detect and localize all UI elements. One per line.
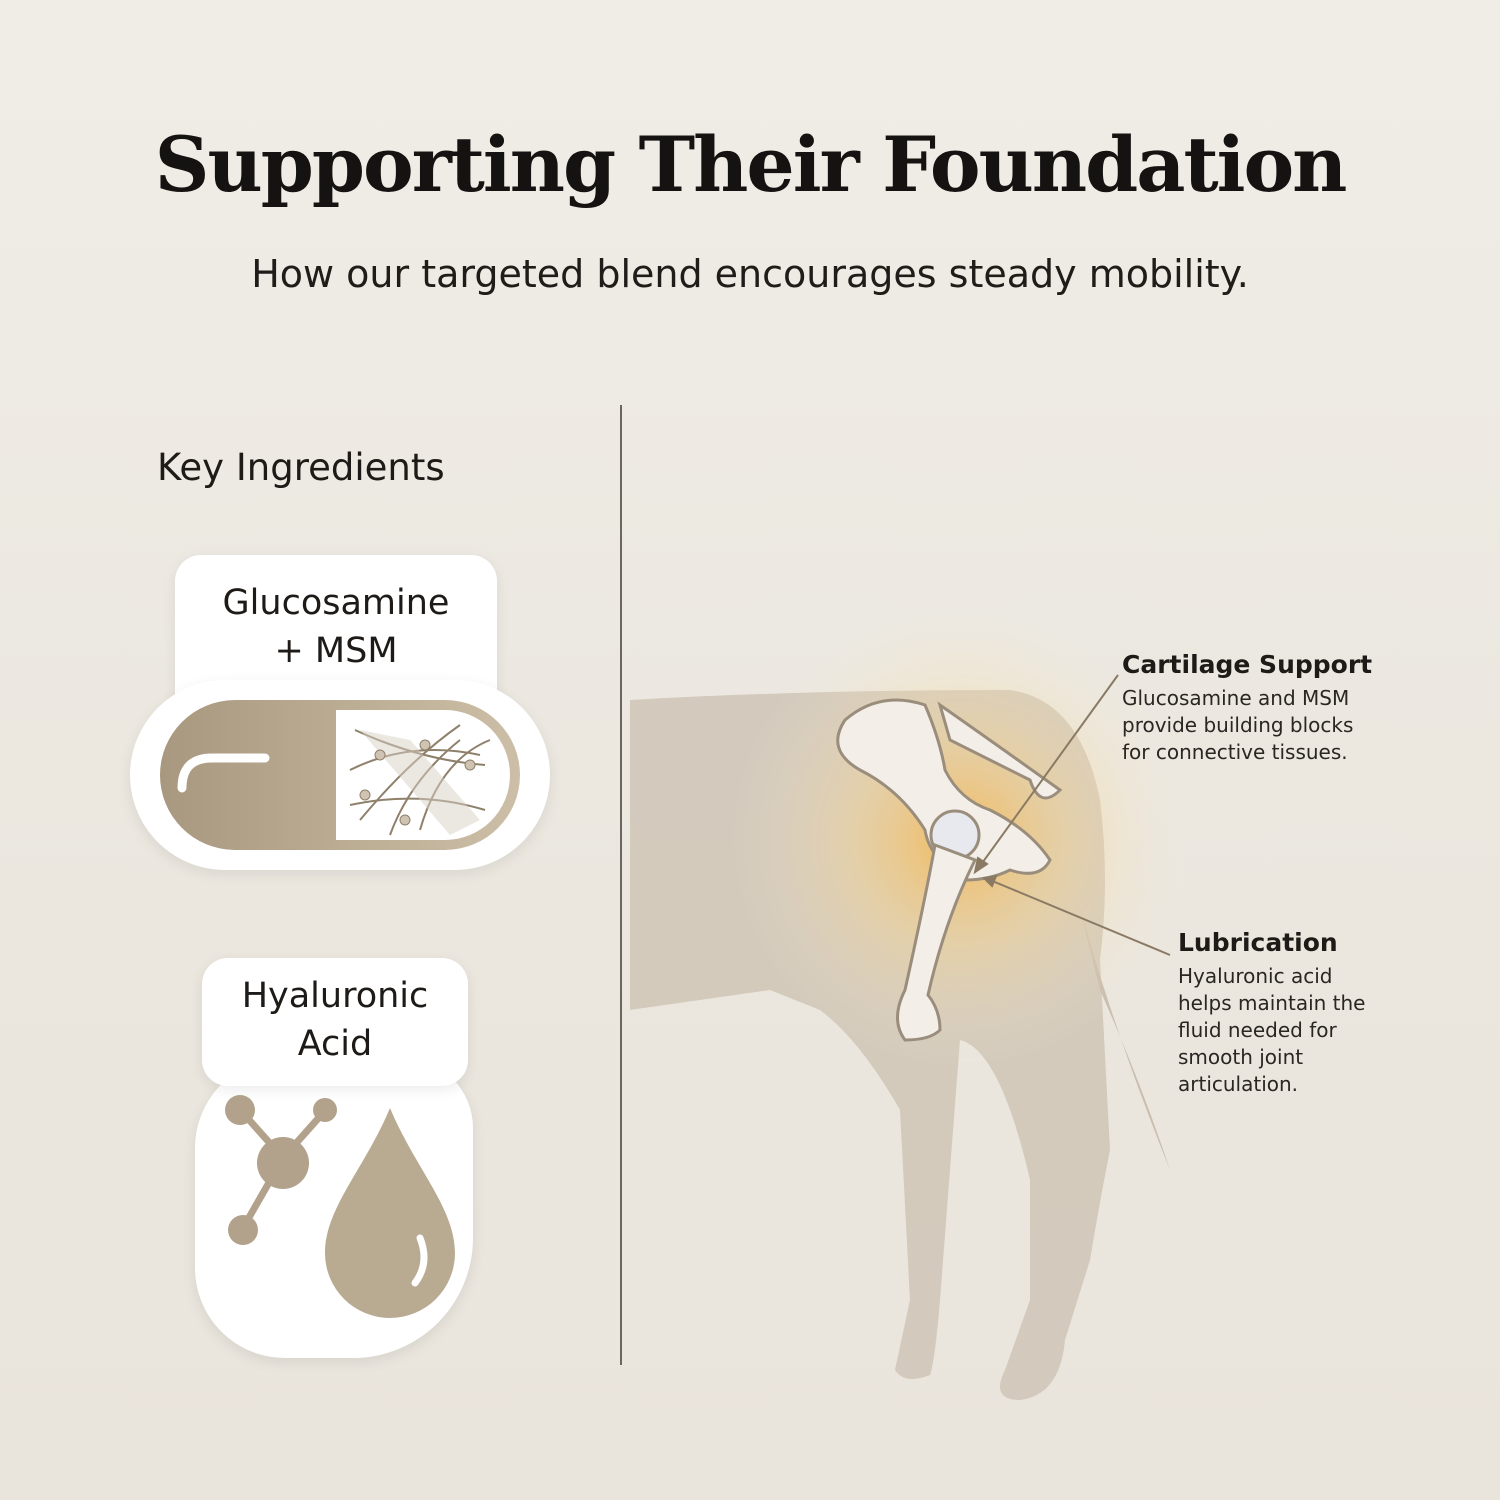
page-title: Supporting Their Foundation xyxy=(154,120,1348,209)
capsule-icon xyxy=(160,700,520,850)
ingredient-label-line1: Hyaluronic xyxy=(241,976,429,1016)
callout-title: Cartilage Support xyxy=(1122,650,1373,679)
ingredient-label-line2: Acid xyxy=(297,1024,373,1064)
divider xyxy=(620,405,622,1365)
callout-title: Lubrication xyxy=(1178,928,1338,957)
callout-line: smooth joint xyxy=(1178,1045,1304,1069)
callout-line: Glucosamine and MSM xyxy=(1122,686,1350,710)
molecule-droplet-icon xyxy=(225,1095,455,1318)
callout-line: articulation. xyxy=(1178,1072,1299,1096)
ingredient-glucosamine: Glucosamine + MSM xyxy=(130,555,550,875)
callout-line: helps maintain the xyxy=(1178,991,1366,1015)
hip-bones xyxy=(836,698,1063,1042)
page-subtitle: How our targeted blend encourages steady… xyxy=(251,252,1249,296)
callout-line: fluid needed for xyxy=(1178,1018,1337,1042)
ingredient-label-line1: Glucosamine xyxy=(222,583,450,623)
callout-lubrication: Lubrication Hyaluronic acid helps mainta… xyxy=(1178,928,1366,1098)
dog-hip-illustration xyxy=(630,610,1190,1400)
callout-line: for connective tissues. xyxy=(1122,740,1348,764)
key-ingredients-heading: Key Ingredients xyxy=(157,446,445,489)
ingredient-label-line2: + MSM xyxy=(274,631,398,671)
ingredient-hyaluronic-acid: Hyaluronic Acid xyxy=(195,958,475,1358)
callout-cartilage-support: Cartilage Support Glucosamine and MSM pr… xyxy=(1122,650,1372,766)
callout-line: provide building blocks xyxy=(1122,713,1354,737)
callout-line: Hyaluronic acid xyxy=(1178,964,1333,988)
